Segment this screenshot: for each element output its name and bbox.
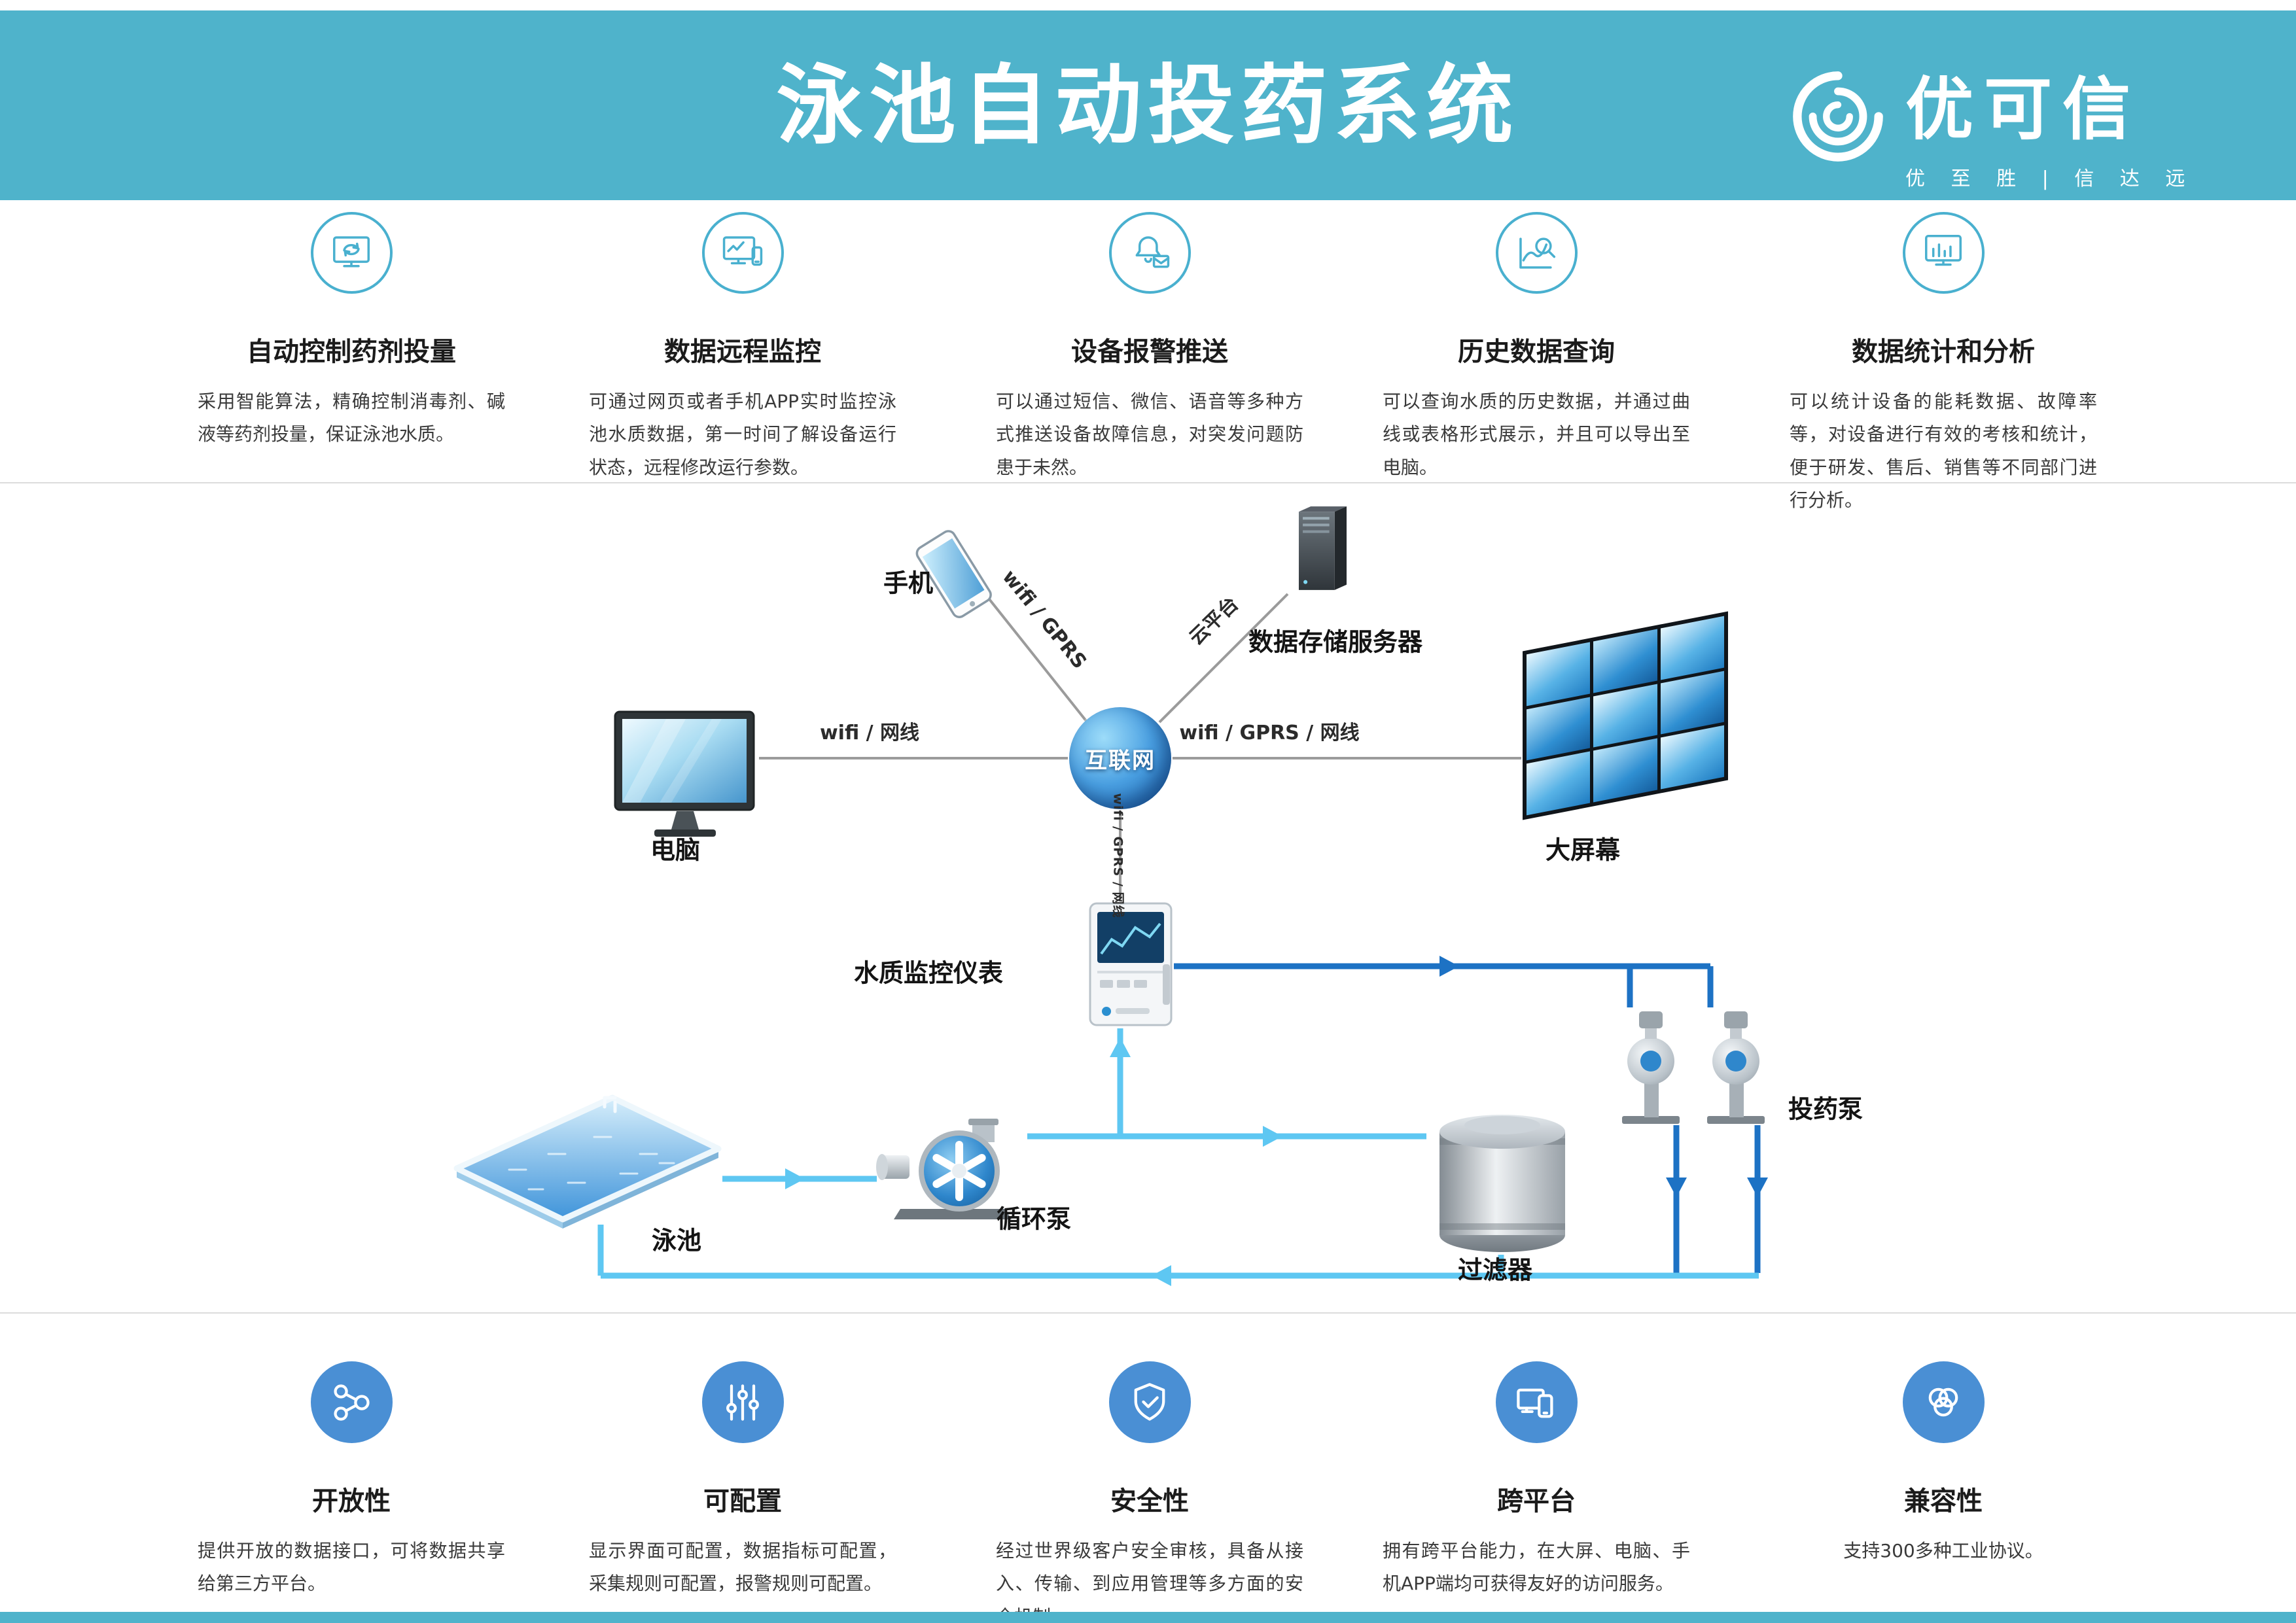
feature-title: 数据统计和分析 — [1852, 337, 2035, 367]
screen-link-label: wifi / GPRS / 网线 — [1179, 722, 1360, 744]
feature-icon-circle — [1108, 212, 1191, 294]
phone-device — [912, 506, 1036, 634]
openness-share-icon — [334, 1384, 370, 1421]
feature-desc: 显示界面可配置，数据指标可配置，采集规则可配置，报警规则可配置。 — [589, 1540, 896, 1595]
feature-remote-monitoring: 数据远程监控 可通过网页或者手机APP实时监控泳池水质数据，第一时间了解设备运行… — [559, 212, 926, 484]
dosing-control-icon — [333, 236, 370, 267]
feature-desc: 拥有跨平台能力，在大屏、电脑、手机APP端均可获得友好的访问服务。 — [1383, 1540, 1690, 1595]
feature-title: 安全性 — [1110, 1486, 1189, 1516]
big-screen-wall — [1523, 611, 1728, 820]
filter-label: 过滤器 — [1457, 1255, 1533, 1285]
feature-security: 安全性 经过世界级客户安全审核，具备从接入、传输、到应用管理等多方面的安全机制。 — [966, 1361, 1333, 1623]
monitor-link-label: wifi / GPRS / 网线 — [1110, 793, 1125, 918]
pool-label: 泳池 — [651, 1226, 702, 1255]
feature-title: 数据远程监控 — [664, 337, 821, 367]
compatibility-icon — [1928, 1387, 1958, 1416]
feature-desc: 采用智能算法，精确控制消毒剂、碱液等药剂投量，保证泳池水质。 — [198, 391, 505, 445]
server-label: 数据存储服务器 — [1248, 627, 1423, 657]
dosing-pump-1 — [1606, 1006, 1695, 1128]
feature-icon-circle — [310, 212, 393, 294]
feature-desc: 可以查询水质的历史数据，并通过曲线或表格形式展示，并且可以导出至电脑。 — [1383, 391, 1690, 478]
feature-desc: 经过世界级客户安全审核，具备从接入、传输、到应用管理等多方面的安全机制。 — [996, 1540, 1303, 1623]
feature-desc: 可以通过短信、微信、语音等多种方式推送设备故障信息，对突发问题防患于未然。 — [996, 391, 1303, 478]
computer-link-label: wifi / 网线 — [819, 722, 920, 744]
security-shield-icon — [1134, 1382, 1165, 1421]
dosing-pump-label: 投药泵 — [1788, 1094, 1863, 1124]
feature-title: 设备报警推送 — [1071, 337, 1228, 367]
feature-title: 自动控制药剂投量 — [247, 337, 456, 367]
feature-desc: 支持300多种工业协议。 — [1843, 1540, 2043, 1562]
swimming-pool — [450, 1091, 725, 1242]
circulation-pump-device — [874, 1111, 1031, 1222]
dosing-pump-2 — [1691, 1006, 1780, 1128]
page-title: 泳池自动投药系统 — [776, 56, 1520, 156]
water-monitor-label: 水质监控仪表 — [853, 958, 1004, 988]
brand-logo-icon — [1790, 68, 1886, 165]
feature-icon-circle — [1108, 1361, 1191, 1443]
phone-link-label: wifi / GPRS — [997, 565, 1091, 674]
feature-title: 历史数据查询 — [1458, 337, 1615, 367]
feature-compatibility: 兼容性 支持300多种工业协议。 — [1760, 1361, 2127, 1567]
feature-statistics: 数据统计和分析 可以统计设备的能耗数据、故障率等，对设备进行有效的考核和统计，便… — [1760, 212, 2127, 517]
feature-title: 跨平台 — [1497, 1486, 1576, 1516]
cloud-link-label: 云平台 — [1184, 592, 1243, 650]
cross-platform-icon — [1517, 1388, 1553, 1418]
section-divider-bottom — [0, 1312, 2296, 1314]
feature-title: 兼容性 — [1904, 1486, 1983, 1516]
feature-icon-circle — [701, 1361, 784, 1443]
feature-icon-circle — [1902, 1361, 1985, 1443]
feature-alarm-push: 设备报警推送 可以通过短信、微信、语音等多种方式推送设备故障信息，对突发问题防患… — [966, 212, 1333, 484]
section-divider-top — [0, 482, 2296, 483]
header-banner: 泳池自动投药系统 优可信 优 至 胜 | 信 达 远 — [0, 10, 2296, 200]
feature-icon-circle — [1495, 1361, 1578, 1443]
feature-icon-circle — [1495, 212, 1578, 294]
feature-icon-circle — [1902, 212, 1985, 294]
remote-monitor-icon — [722, 236, 763, 266]
circulation-pump-label: 循环泵 — [996, 1204, 1072, 1234]
statistics-icon — [1925, 234, 1962, 266]
feature-title: 可配置 — [703, 1486, 782, 1516]
feature-icon-circle — [701, 212, 784, 294]
feature-desc: 可通过网页或者手机APP实时监控泳池水质数据，第一时间了解设备运行状态，远程修改… — [589, 391, 896, 478]
history-query-icon — [1519, 237, 1556, 269]
feature-desc: 可以统计设备的能耗数据、故障率等，对设备进行有效的考核和统计，便于研发、售后、销… — [1790, 391, 2097, 512]
water-monitor-device — [1088, 901, 1173, 1027]
big-screen-label: 大屏幕 — [1545, 835, 1621, 865]
feature-title: 开放性 — [312, 1486, 391, 1516]
brand-tagline: 优 至 胜 | 信 达 远 — [1905, 167, 2195, 190]
internet-globe: 互联网 — [1069, 707, 1171, 809]
phone-label: 手机 — [883, 568, 934, 598]
alarm-push-icon — [1135, 236, 1170, 268]
internet-label: 互联网 — [1085, 747, 1156, 774]
feature-configurable: 可配置 显示界面可配置，数据指标可配置，采集规则可配置，报警规则可配置。 — [559, 1361, 926, 1601]
feature-desc: 提供开放的数据接口，可将数据共享给第三方平台。 — [198, 1540, 505, 1595]
feature-auto-dosing: 自动控制药剂投量 采用智能算法，精确控制消毒剂、碱液等药剂投量，保证泳池水质。 — [168, 212, 535, 451]
computer-device — [614, 710, 756, 849]
feature-cross-platform: 跨平台 拥有跨平台能力，在大屏、电脑、手机APP端均可获得友好的访问服务。 — [1353, 1361, 1720, 1601]
feature-openness: 开放性 提供开放的数据接口，可将数据共享给第三方平台。 — [168, 1361, 535, 1601]
filter-device — [1426, 1104, 1578, 1261]
computer-label: 电脑 — [650, 835, 701, 865]
configurable-sliders-icon — [726, 1384, 759, 1421]
feature-icon-circle — [310, 1361, 393, 1443]
footer-bar — [0, 1612, 2296, 1623]
feature-history-query: 历史数据查询 可以查询水质的历史数据，并通过曲线或表格形式展示，并且可以导出至电… — [1353, 212, 1720, 484]
brand-name: 优可信 — [1905, 69, 2142, 149]
data-server-device — [1292, 502, 1354, 595]
